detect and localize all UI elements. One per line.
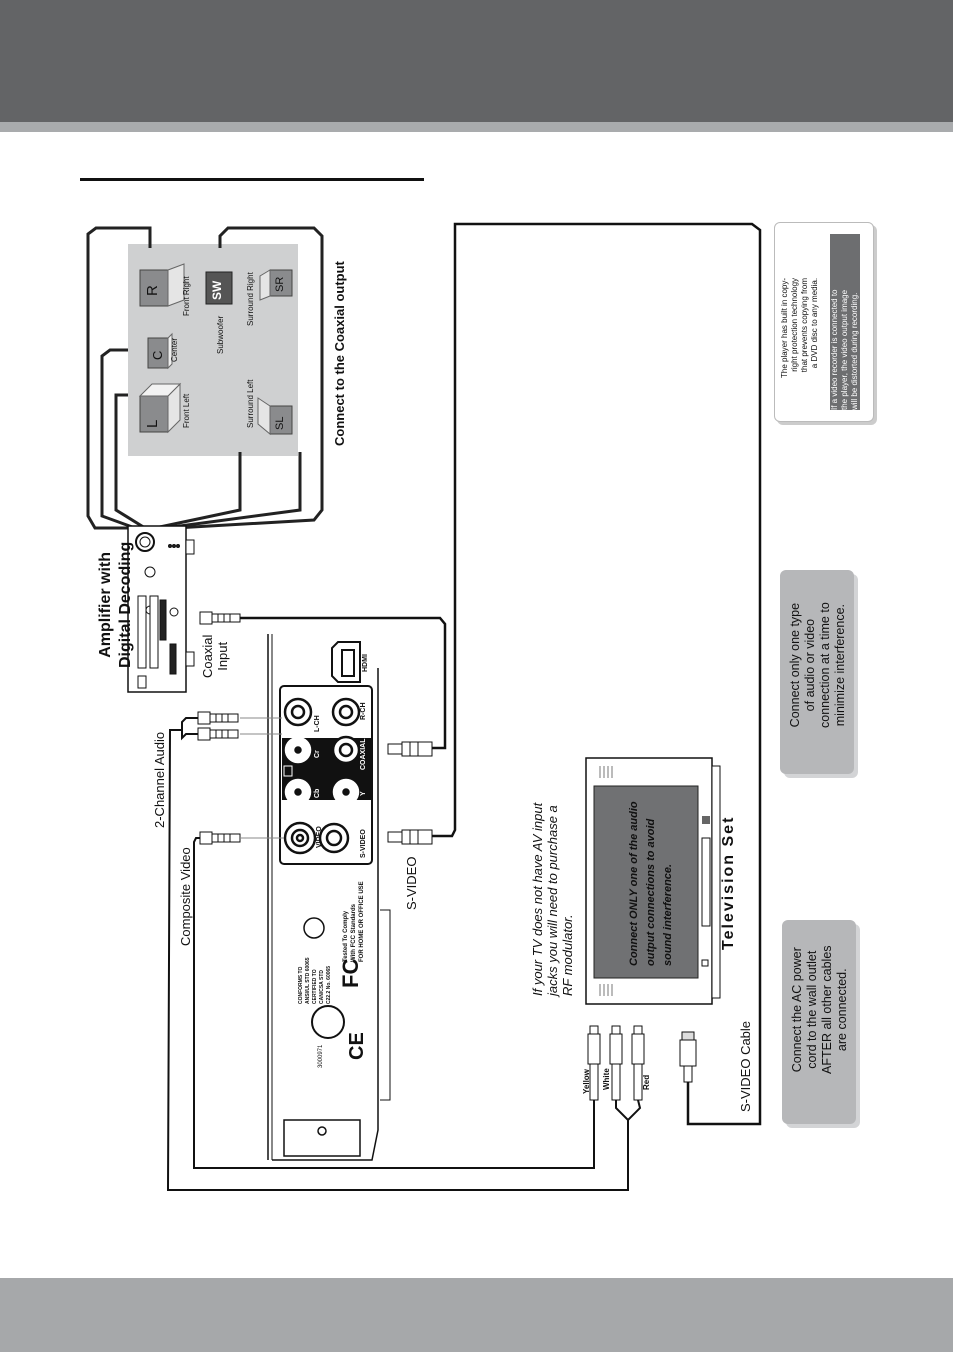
speaker-front-left	[138, 382, 182, 434]
speaker-front-right	[139, 263, 185, 307]
hdmi-label: HDMI	[362, 654, 369, 672]
jack-label-svideo: S-VIDEO	[360, 829, 367, 858]
svideo-cable	[432, 222, 762, 1126]
speaker-code-sw: SW	[210, 280, 224, 300]
tv-plugs	[587, 1025, 697, 1101]
red-label: Red	[642, 1074, 651, 1090]
rf-modulator-note: If your TV does not have AV input jacks …	[530, 802, 575, 996]
speaker-center	[147, 332, 173, 370]
fc-mark: FC	[338, 958, 363, 988]
amplifier-label: Amplifier with Digital Decoding	[97, 541, 134, 668]
tv-screen-text: Connect ONLY one of the audio output con…	[628, 801, 674, 966]
speaker-label-center: Center	[170, 337, 179, 362]
jack-label-lch: L-CH	[314, 715, 321, 732]
composite-plug	[199, 831, 241, 845]
audio-y-split	[615, 1099, 642, 1122]
television-set-label: Television Set	[720, 815, 737, 950]
jack-label-y: Y	[360, 791, 367, 796]
ac-power-note	[782, 920, 856, 1124]
audio-guide-lines	[240, 717, 282, 735]
speaker-label-front-right: Front Right	[182, 276, 191, 316]
composite-video-cable	[193, 837, 595, 1169]
speaker-code-l: L	[144, 419, 161, 428]
ce-mark: CE	[346, 1032, 368, 1060]
copy-protection-text: The player has built in copy- right prot…	[780, 277, 819, 378]
player-plugs	[387, 741, 433, 845]
speaker-code-c: C	[150, 350, 165, 360]
audio-plugs	[197, 711, 239, 741]
connect-coaxial-label: Connect to the Coaxial output	[332, 261, 347, 446]
speaker-code-sl: SL	[274, 416, 286, 430]
composite-video-label: Composite Video	[178, 847, 193, 946]
jack-label-coaxial: COAXIAL	[360, 738, 367, 771]
copy-protection-highlight: If a video recorder is connected to the …	[830, 234, 860, 410]
ac-power-text: Connect the AC power cord to the wall ou…	[790, 945, 849, 1074]
television-set	[585, 757, 721, 1005]
speaker-label-subwoofer: Subwoofer	[216, 315, 225, 354]
two-channel-audio-cable	[166, 717, 629, 1191]
speaker-cables	[86, 226, 324, 530]
header-band	[0, 122, 953, 132]
yellow-label: Yellow	[582, 1069, 591, 1094]
title-rule	[80, 178, 424, 181]
speaker-surround-right	[259, 269, 293, 301]
one-connection-note	[780, 570, 854, 774]
jack-panel	[279, 685, 373, 865]
svideo-cable-label: S-VIDEO Cable	[738, 1020, 753, 1112]
jack-label-cr: Cr	[314, 750, 321, 758]
coaxial-plug-amp	[199, 611, 241, 625]
speaker-label-surround-left: Surround Left	[246, 379, 255, 428]
hdmi-port	[331, 641, 361, 683]
etl-mark	[303, 917, 345, 1039]
etl-number: 3000971	[318, 1044, 324, 1068]
jack-label-rch: R-CH	[360, 702, 367, 721]
jack-label-video: VIDEO	[316, 826, 323, 848]
speaker-code-r: R	[144, 285, 161, 296]
jack-label-cb: Cb	[314, 788, 321, 798]
footer-bar	[0, 1278, 953, 1352]
white-label: White	[602, 1068, 611, 1090]
svideo-label: S-VIDEO	[404, 856, 419, 910]
speaker-label-surround-right: Surround Right	[246, 272, 255, 326]
header-bar	[0, 0, 953, 122]
conforms-text: CONFORMS TO ANSI/UL STD 60065 CERTIFIED …	[298, 957, 332, 1004]
speaker-surround-left	[257, 397, 293, 436]
amplifier	[127, 525, 195, 693]
one-connection-text: Connect only one type of audio or video …	[788, 602, 847, 728]
fcc-text: Tested To Comply With FCC Standards FOR …	[343, 881, 365, 962]
dvd-player-body	[267, 634, 391, 1161]
two-channel-audio-label: 2-Channel Audio	[152, 731, 167, 828]
speaker-subwoofer	[205, 271, 233, 305]
speaker-code-sr: SR	[274, 276, 286, 292]
speaker-label-front-left: Front Left	[182, 393, 191, 428]
coaxial-cable	[240, 616, 447, 750]
coaxial-input-label: Coaxial Input	[200, 634, 230, 678]
